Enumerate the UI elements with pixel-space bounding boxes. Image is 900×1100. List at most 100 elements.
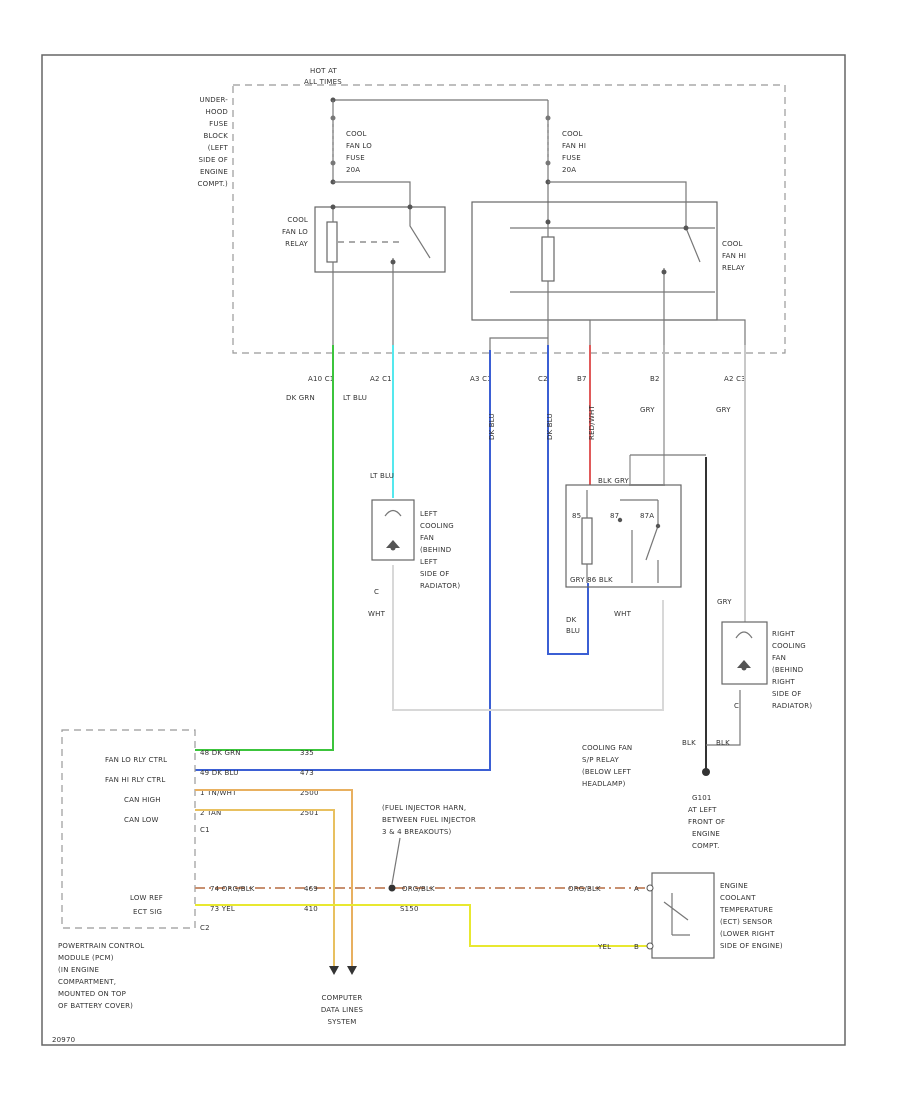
svg-text:2501: 2501 [300,809,319,817]
svg-text:CAN LOW: CAN LOW [124,816,159,824]
ect-pin-b: B [634,943,639,951]
svg-text:HOOD: HOOD [206,108,228,116]
underhood-fuse-block [232,84,786,354]
yel-label: YEL [597,943,611,951]
svg-text:UNDER-: UNDER- [200,96,229,104]
footer-code: 20970 [52,1036,75,1044]
left-fan-label: LEFT COOLING FAN (BEHIND LEFT SIDE OF RA… [420,510,460,590]
cool-fan-lo-fuse [330,100,336,185]
svg-text:RIGHT: RIGHT [772,630,795,638]
svg-text:LEFT: LEFT [420,558,438,566]
fuse-lo-label-3: FUSE [346,154,365,162]
sp-relay-bottom-label: GRY 86 BLK [570,576,613,584]
svg-text:COOLING: COOLING [420,522,454,530]
orgblk-wire-label: 74 ORG/BLK [210,885,255,893]
svg-text:48 DK GRN: 48 DK GRN [200,749,241,757]
svg-text:MOUNTED ON TOP: MOUNTED ON TOP [58,990,126,998]
ground-label: G101 AT LEFT FRONT OF ENGINE COMPT. [688,794,725,850]
svg-text:LEFT: LEFT [420,510,438,518]
wire-wht-left [392,565,664,711]
svg-text:COMPUTER: COMPUTER [322,994,363,1002]
svg-text:FUSE: FUSE [209,120,228,128]
pcm-lower-pins: LOW REF ECT SIG C2 [130,894,210,932]
wire-gry1-label: GRY [640,406,655,414]
all-times-label: ALL TIMES [304,78,342,86]
svg-text:CAN HIGH: CAN HIGH [124,796,161,804]
hot-at-label: HOT AT [310,67,338,75]
blk-label-2: BLK [716,739,730,747]
splice-label: (FUEL INJECTOR HARN, BETWEEN FUEL INJECT… [382,804,476,836]
svg-text:S/P RELAY: S/P RELAY [582,756,619,764]
wire-dk-blu-c2 [547,345,589,655]
orgblk-label-1: ORG/BLK [402,885,435,893]
svg-text:TEMPERATURE: TEMPERATURE [719,906,773,914]
fuse-hi-label-1: COOL [562,130,583,138]
svg-text:FAN LO RLY CTRL: FAN LO RLY CTRL [105,756,167,764]
svg-text:SIDE OF: SIDE OF [199,156,228,164]
svg-text:2500: 2500 [300,789,319,797]
svg-text:(BEHIND: (BEHIND [772,666,803,674]
svg-text:FRONT OF: FRONT OF [688,818,725,826]
fuse-block-connectors: A10 C1 A2 C1 A3 C1 C2 B7 B2 A2 C3 [308,375,746,383]
svg-text:A10 C1: A10 C1 [308,375,334,383]
svg-text:1 TN/WHT: 1 TN/WHT [200,789,237,797]
cool-fan-hi-fuse [545,100,551,222]
svg-text:COMPARTMENT,: COMPARTMENT, [58,978,116,986]
s150-label: S150 [400,905,419,913]
yel-wire-label: 73 YEL [210,905,235,913]
svg-text:C2: C2 [200,924,210,932]
svg-text:DATA LINES: DATA LINES [321,1006,364,1014]
wire-gry-b2 [629,345,665,486]
wht-label-1: WHT [368,610,386,618]
wht-label-2: WHT [614,610,632,618]
relay-lo-label-2: FAN LO [282,228,308,236]
yel-circuit-label: 410 [304,905,318,913]
svg-text:POWERTRAIN CONTROL: POWERTRAIN CONTROL [58,942,144,950]
svg-text:B7: B7 [577,375,587,383]
sp-relay-label: COOLING FAN S/P RELAY (BELOW LEFT HEADLA… [582,744,632,788]
fuse-hi-label-2: FAN HI [562,142,586,150]
svg-text:(FUEL INJECTOR HARN,: (FUEL INJECTOR HARN, [382,804,466,812]
wire-dk-grn [195,345,334,751]
wire-dkblu-v2-label: DK BLU [546,413,554,440]
relay-lo-label-1: COOL [287,216,308,224]
fuse-hi-label-4: 20A [562,166,576,174]
fuse-block-label: UNDER- HOOD FUSE BLOCK (LEFT SIDE OF ENG… [198,96,229,188]
svg-text:SIDE OF: SIDE OF [772,690,801,698]
svg-text:(LOWER RIGHT: (LOWER RIGHT [720,930,775,938]
svg-text:C2: C2 [538,375,548,383]
relay-lo-label-3: RELAY [285,240,308,248]
svg-text:COMPT.: COMPT. [692,842,720,850]
svg-text:SIDE OF ENGINE): SIDE OF ENGINE) [720,942,783,950]
svg-text:AT LEFT: AT LEFT [688,806,717,814]
computer-data-lines-arrows [329,966,357,975]
svg-text:RADIATOR): RADIATOR) [772,702,812,710]
sp-relay-pin-87a: 87A [640,512,654,520]
sp-relay-pin-85: 85 [572,512,581,520]
svg-text:49 DK BLU: 49 DK BLU [200,769,239,777]
svg-text:RADIATOR): RADIATOR) [420,582,460,590]
svg-text:SIDE OF: SIDE OF [420,570,449,578]
svg-text:ECT SIG: ECT SIG [133,908,162,916]
svg-text:COOLANT: COOLANT [720,894,756,902]
svg-text:335: 335 [300,749,314,757]
svg-text:C1: C1 [200,826,210,834]
wire-yel [195,904,650,947]
wire-ltblu2-label: LT BLU [370,472,394,480]
svg-text:2 TAN: 2 TAN [200,809,221,817]
cool-fan-lo-relay [314,181,446,345]
diagram-frame [41,54,846,1046]
svg-text:ENGINE: ENGINE [692,830,720,838]
svg-text:FAN: FAN [772,654,786,662]
svg-text:(BELOW LEFT: (BELOW LEFT [582,768,631,776]
fuse-hi-label-3: FUSE [562,154,581,162]
fuse-lo-label-4: 20A [346,166,360,174]
fuse-lo-label-1: COOL [346,130,367,138]
svg-text:B2: B2 [650,375,660,383]
svg-text:LOW REF: LOW REF [130,894,163,902]
ect-sensor [646,872,715,959]
wire-gry2-label: GRY [716,406,731,414]
ect-pin-a: A [634,885,639,893]
pcm-upper-wire-labels: 48 DK GRN 49 DK BLU 1 TN/WHT 2 TAN 335 4… [200,749,319,817]
